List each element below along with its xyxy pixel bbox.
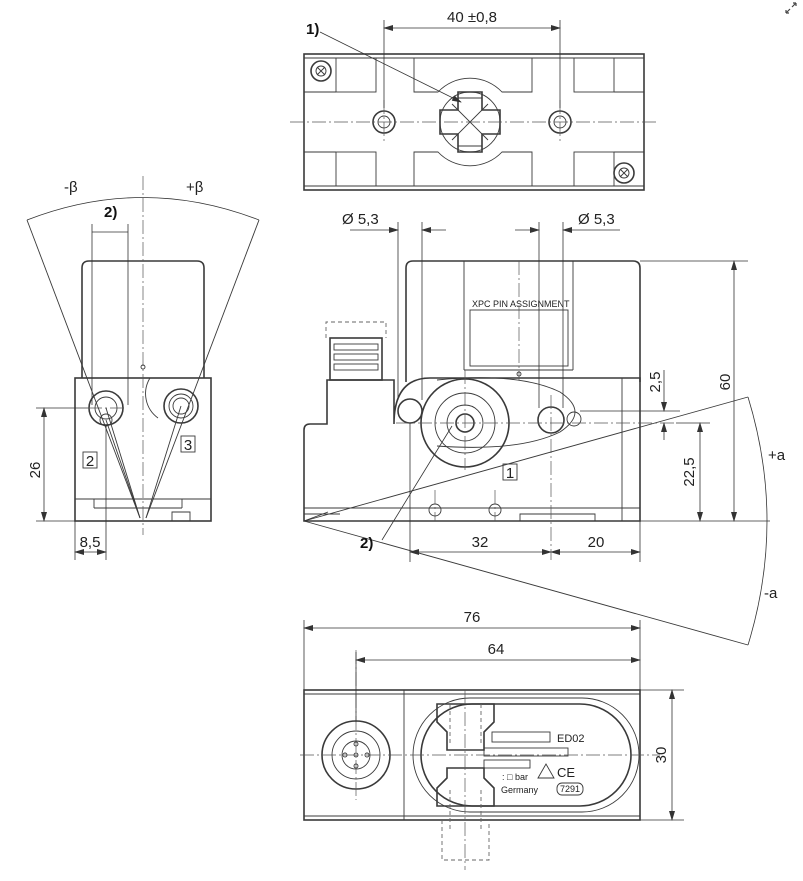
- serial-number: 7291: [560, 784, 580, 794]
- port-2-label: 2: [86, 453, 94, 470]
- dimension-diameter-right: Ø 5,3: [578, 211, 615, 228]
- top-view: 40 ±0,8 1): [290, 9, 658, 191]
- expand-icon[interactable]: [785, 2, 797, 14]
- front-view: XPC PIN ASSIGNMENT 1: [303, 211, 786, 646]
- callout-1: 1): [306, 21, 319, 38]
- pin-assignment-label: XPC PIN ASSIGNMENT: [472, 299, 570, 309]
- screw-icon: [310, 60, 332, 82]
- callout-2-side: 2): [104, 204, 117, 221]
- dimension-32: 32: [472, 534, 489, 551]
- country-text: Germany: [501, 785, 539, 795]
- dimension-60: 60: [717, 374, 734, 391]
- model-code: ED02: [557, 733, 585, 745]
- dimension-30: 30: [653, 747, 670, 764]
- dimension-76: 76: [464, 609, 481, 626]
- ce-mark: CE: [557, 765, 575, 780]
- dimension-diameter-left: Ø 5,3: [342, 211, 379, 228]
- dimension-26: 26: [27, 462, 44, 479]
- bar-text: : □ bar: [502, 772, 528, 782]
- dimension-20: 20: [588, 534, 605, 551]
- plus-a-label: +a: [768, 447, 786, 464]
- screw-icon: [613, 162, 635, 184]
- minus-a-label: -a: [764, 585, 778, 602]
- side-view: 2 3 -β +β 2) 26 8,5: [26, 176, 260, 560]
- warning-icon: [537, 763, 555, 779]
- dimension-40: 40 ±0,8: [447, 9, 497, 26]
- plus-beta-label: +β: [186, 179, 204, 196]
- minus-beta-label: -β: [64, 179, 78, 196]
- dimension-64: 64: [488, 641, 505, 658]
- port-1-label: 1: [506, 465, 514, 482]
- bottom-view: ED02 : □ bar Germany CE 7291 76 64 30: [300, 609, 684, 870]
- dimension-8-5: 8,5: [80, 534, 101, 551]
- dimension-2-5: 2,5: [647, 372, 664, 393]
- callout-2-front: 2): [360, 535, 373, 552]
- port-3-label: 3: [184, 437, 192, 454]
- dimension-22-5: 22,5: [681, 457, 698, 486]
